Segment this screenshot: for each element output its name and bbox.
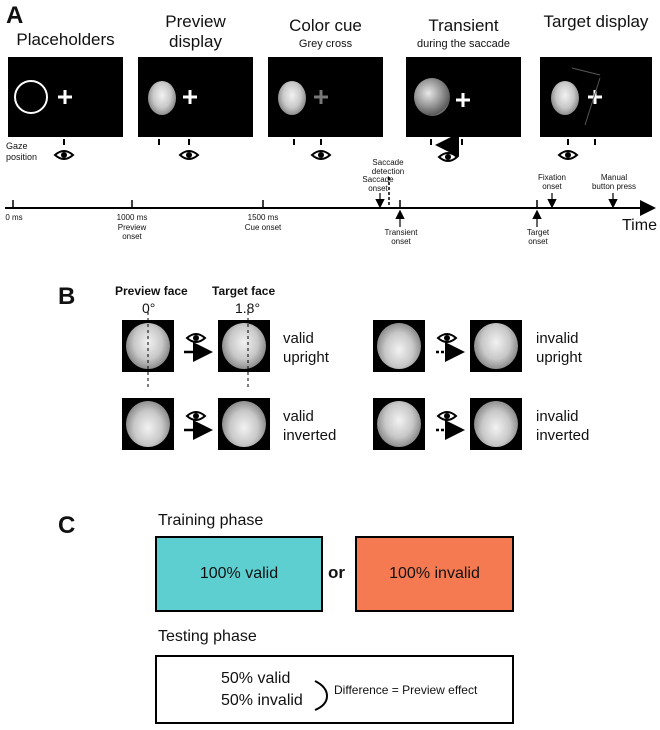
fixation-onset-label: Fixation onset bbox=[537, 173, 566, 191]
face-invalid-upright-preview bbox=[373, 320, 425, 372]
condition-line2: upright bbox=[536, 349, 582, 366]
stage-title-placeholders: Placeholders bbox=[16, 30, 115, 49]
condition-line2: inverted bbox=[283, 427, 337, 444]
face-valid-upright-target bbox=[218, 320, 270, 372]
target-onset-label: Target onset bbox=[526, 228, 550, 246]
testing-bracket bbox=[314, 680, 329, 711]
tick-label-1000ms: 1000 ms bbox=[116, 213, 148, 222]
target-edge-line-2 bbox=[584, 77, 601, 126]
eye-icon bbox=[186, 411, 206, 421]
face-valid-upright-preview bbox=[122, 320, 174, 372]
preview-onset-label: Preview onset bbox=[117, 223, 147, 241]
stage-title-preview: Preview display bbox=[165, 12, 226, 51]
preview-face-header: Preview face bbox=[115, 284, 188, 298]
condition-line1: invalid bbox=[536, 408, 579, 425]
testing-valid-text: 50% valid bbox=[221, 670, 291, 687]
valid-training-text: 100% valid bbox=[199, 565, 279, 582]
cue-face-image bbox=[278, 81, 306, 115]
stage-title-color-cue: Color cue bbox=[289, 16, 362, 35]
eye-icon bbox=[54, 150, 74, 160]
eye-icon bbox=[437, 333, 457, 343]
stage-subtitle-transient: during the saccade bbox=[417, 38, 510, 50]
condition-valid-inverted: valid inverted bbox=[283, 407, 336, 445]
testing-invalid-text: 50% invalid bbox=[221, 692, 303, 709]
eye-icon bbox=[179, 150, 199, 160]
saccade-detection-label: Saccade detection bbox=[371, 158, 405, 176]
stage-subtitle-color-cue: Grey cross bbox=[298, 38, 353, 50]
grey-cue-cross bbox=[314, 90, 328, 104]
placeholder-circle bbox=[14, 80, 48, 114]
face-invalid-upright-target bbox=[470, 320, 522, 372]
fixation-cross-1 bbox=[58, 90, 72, 104]
target-face-header: Target face bbox=[212, 284, 276, 298]
panel-c-letter: C bbox=[58, 512, 76, 539]
condition-invalid-inverted: invalid inverted bbox=[536, 407, 589, 445]
preview-face-image bbox=[148, 81, 176, 115]
manual-press-label: Manual button press bbox=[591, 173, 637, 191]
eye-icon bbox=[437, 411, 457, 421]
panel-b-letter: B bbox=[58, 283, 76, 310]
transient-noise-image bbox=[414, 78, 450, 116]
tick-label-1500ms: 1500 ms bbox=[247, 213, 279, 222]
fixation-cross-2 bbox=[183, 90, 197, 104]
stage-title-target: Target display bbox=[543, 12, 649, 31]
target-edge-line bbox=[571, 67, 601, 76]
testing-box: 50% valid 50% invalid Difference = Previ… bbox=[155, 655, 514, 724]
time-axis-label: Time bbox=[622, 217, 657, 234]
eye-icon bbox=[186, 333, 206, 343]
preview-angle-label: 0° bbox=[142, 300, 156, 316]
transient-onset-label: Transient onset bbox=[384, 228, 418, 246]
invalid-training-text: 100% invalid bbox=[389, 565, 480, 582]
target-face-image bbox=[551, 81, 579, 115]
eye-icon bbox=[311, 150, 331, 160]
training-phase-label: Training phase bbox=[158, 512, 264, 529]
saccade-onset-label: Saccade onset bbox=[362, 175, 394, 193]
eye-icon bbox=[558, 150, 578, 160]
face-invalid-inverted-preview bbox=[373, 398, 425, 450]
condition-line1: valid bbox=[283, 408, 314, 425]
difference-label: Difference = Preview effect bbox=[334, 683, 478, 697]
stage-title-transient: Transient bbox=[428, 16, 499, 35]
eye-icon bbox=[438, 152, 458, 162]
face-invalid-inverted-target bbox=[470, 398, 522, 450]
gaze-position-label: Gaze position bbox=[6, 141, 38, 162]
face-valid-inverted-target bbox=[218, 398, 270, 450]
fixation-cross-4 bbox=[456, 93, 470, 107]
or-label: or bbox=[328, 563, 345, 582]
cue-onset-label: Cue onset bbox=[244, 223, 282, 232]
target-angle-label: 1.8° bbox=[235, 300, 261, 316]
face-valid-inverted-preview bbox=[122, 398, 174, 450]
valid-training-box: 100% valid bbox=[155, 536, 323, 612]
invalid-training-box: 100% invalid bbox=[355, 536, 514, 612]
condition-invalid-upright: invalid upright bbox=[536, 329, 582, 367]
condition-line1: invalid bbox=[536, 330, 579, 347]
panel-a-letter: A bbox=[6, 2, 24, 29]
testing-phase-label: Testing phase bbox=[158, 628, 257, 645]
condition-line2: upright bbox=[283, 349, 329, 366]
tick-label-0ms: 0 ms bbox=[5, 213, 23, 222]
condition-line1: valid bbox=[283, 330, 314, 347]
condition-line2: inverted bbox=[536, 427, 590, 444]
condition-valid-upright: valid upright bbox=[283, 329, 329, 367]
